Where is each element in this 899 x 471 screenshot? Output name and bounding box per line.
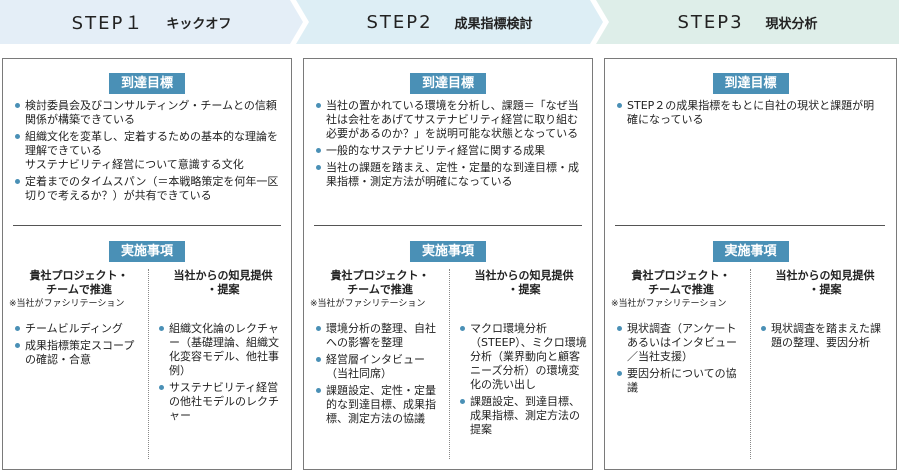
action-badge: 実施事項: [712, 241, 789, 262]
left-subheading: 貴社プロジェクト・ チームで推進 ※当社がファシリテーション: [611, 269, 751, 310]
goal-badge: 到達目標: [409, 73, 487, 94]
facilitation-note: ※当社がファシリテーション: [9, 299, 125, 309]
goal-item: STEP２の成果指標をもとに自社の現状と課題が明確になっている: [615, 99, 885, 127]
step-2-name: 成果指標検討: [454, 16, 533, 32]
goal-item: 一般的なサステナビリティ経営に関する成果: [314, 144, 582, 158]
right-subheading-title: 当社からの知見提供 ・提案: [474, 269, 574, 296]
left-subheading-title: 貴社プロジェクト・ チームで推進: [29, 269, 129, 296]
list-item: 現状調査（アンケートあるいはインタビュー／当社支援）: [615, 322, 745, 364]
step-2-panel: 到達目標 当社の置かれている環境を分析し、課題＝「なぜ当社は会社をあげてサステナ…: [303, 58, 593, 470]
action-badge: 実施事項: [409, 241, 487, 262]
list-item: 要因分析についての協議: [615, 367, 745, 395]
left-subheading: 貴社プロジェクト・ チームで推進 ※当社がファシリテーション: [9, 269, 149, 310]
list-item: 組織文化論のレクチャー（基礎理論、組織文化変容モデル、他社事例）: [157, 322, 287, 378]
right-subheading-title: 当社からの知見提供 ・提案: [173, 269, 273, 296]
goal-item: 検討委員会及びコンサルティング・チームとの信頼関係が構築できている: [13, 99, 281, 127]
step-3-name: 現状分析: [765, 16, 818, 32]
column-separator: [750, 269, 751, 459]
goal-item: 当社の課題を踏まえ、定性・定量的な到達目標・成果指標・測定方法が明確になっている: [314, 161, 582, 189]
step-3-arrow: STEP3 現状分析: [596, 0, 899, 44]
step-2-arrow: STEP2 成果指標検討: [296, 0, 603, 44]
left-subheading-title: 貴社プロジェクト・ チームで推進: [330, 269, 430, 296]
goal-item: 組織文化を変革し、定着するための基本的な理論を理解できている サステナビリティ経…: [13, 130, 281, 172]
goal-list: 検討委員会及びコンサルティング・チームとの信頼関係が構築できている 組織文化を変…: [13, 99, 281, 206]
left-item-list: 環境分析の整理、自社への影響を整理 経営層インタビュー（当社同席） 課題設定、定…: [314, 322, 446, 429]
left-subheading-title: 貴社プロジェクト・ チームで推進: [631, 269, 731, 296]
goal-badge: 到達目標: [712, 73, 789, 94]
right-item-list: 組織文化論のレクチャー（基礎理論、組織文化変容モデル、他社事例） サステナビリテ…: [157, 322, 287, 426]
list-item: 現状調査を踏まえた課題の整理、要因分析: [759, 322, 891, 350]
list-item: マクロ環境分析（STEEP）、ミクロ環境分析（業界動向と顧客ニーズ分析）の環境変…: [458, 322, 588, 392]
goal-list: STEP２の成果指標をもとに自社の現状と課題が明確になっている: [615, 99, 885, 130]
step-1-name: キックオフ: [166, 16, 232, 32]
list-item: チームビルディング: [13, 322, 143, 336]
list-item: 課題設定、到達目標、成果指標、測定方法の提案: [458, 395, 588, 437]
divider: [314, 225, 582, 226]
divider: [615, 225, 885, 226]
list-item: 環境分析の整理、自社への影響を整理: [314, 322, 446, 350]
action-badge: 実施事項: [108, 241, 186, 262]
goal-item: 当社の置かれている環境を分析し、課題＝「なぜ当社は会社をあげてサステナビリティ経…: [314, 99, 582, 141]
goal-item: 定着までのタイムスパン（＝本戦略策定を何年一区切りで考えるか？）が共有できている: [13, 175, 281, 203]
list-item: 成果指標策定スコープの確認・合意: [13, 339, 143, 367]
right-item-list: 現状調査を踏まえた課題の整理、要因分析: [759, 322, 891, 353]
right-subheading: 当社からの知見提供 ・提案: [153, 269, 293, 297]
right-subheading: 当社からの知見提供 ・提案: [755, 269, 895, 297]
step-1-number: STEP１: [71, 13, 145, 34]
divider: [13, 225, 281, 226]
right-subheading: 当社からの知見提供 ・提案: [454, 269, 594, 297]
right-subheading-title: 当社からの知見提供 ・提案: [775, 269, 875, 296]
step-2-number: STEP2: [366, 11, 433, 33]
column-separator: [148, 269, 149, 459]
step-3-panel: 到達目標 STEP２の成果指標をもとに自社の現状と課題が明確になっている 実施事…: [604, 58, 897, 470]
list-item: サステナビリティ経営の他社モデルのレクチャー: [157, 381, 287, 423]
step-1-panel: 到達目標 検討委員会及びコンサルティング・チームとの信頼関係が構築できている 組…: [2, 58, 292, 470]
left-item-list: チームビルディング 成果指標策定スコープの確認・合意: [13, 322, 143, 370]
left-item-list: 現状調査（アンケートあるいはインタビュー／当社支援） 要因分析についての協議: [615, 322, 745, 398]
step-3-number: STEP3: [677, 11, 744, 33]
list-item: 課題設定、定性・定量的な到達目標、成果指標、測定方法の協議: [314, 384, 446, 426]
facilitation-note: ※当社がファシリテーション: [310, 299, 426, 309]
right-item-list: マクロ環境分析（STEEP）、ミクロ環境分析（業界動向と顧客ニーズ分析）の環境変…: [458, 322, 588, 440]
column-separator: [449, 269, 450, 459]
goal-badge: 到達目標: [108, 73, 186, 94]
step-1-arrow: STEP１ キックオフ: [0, 0, 303, 44]
facilitation-note: ※当社がファシリテーション: [611, 299, 727, 309]
left-subheading: 貴社プロジェクト・ チームで推進 ※当社がファシリテーション: [310, 269, 450, 310]
list-item: 経営層インタビュー（当社同席）: [314, 353, 446, 381]
goal-list: 当社の置かれている環境を分析し、課題＝「なぜ当社は会社をあげてサステナビリティ経…: [314, 99, 582, 192]
